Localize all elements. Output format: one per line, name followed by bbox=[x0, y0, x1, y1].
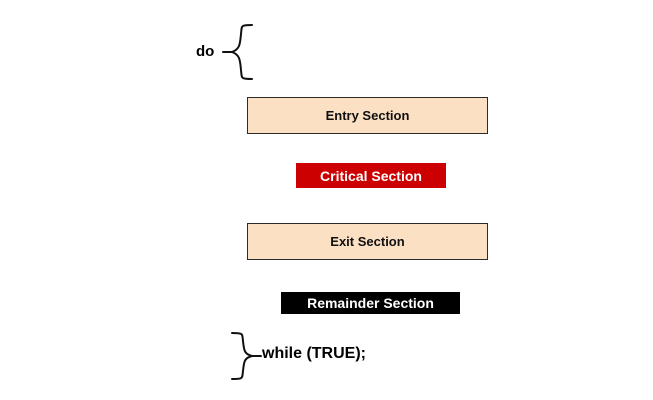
exit-section-block: Exit Section bbox=[247, 223, 488, 260]
critical-section-block: Critical Section bbox=[296, 163, 446, 188]
remainder-section-label: Remainder Section bbox=[307, 295, 434, 311]
critical-section-label: Critical Section bbox=[320, 167, 422, 184]
opening-brace-icon bbox=[222, 22, 256, 82]
closing-brace-icon bbox=[228, 330, 262, 382]
entry-section-block: Entry Section bbox=[247, 97, 488, 134]
entry-section-label: Entry Section bbox=[325, 108, 410, 123]
exit-section-label: Exit Section bbox=[330, 234, 405, 249]
while-condition-label: while (TRUE); bbox=[262, 345, 366, 362]
remainder-section-block: Remainder Section bbox=[281, 292, 460, 314]
do-keyword: do bbox=[196, 43, 215, 60]
